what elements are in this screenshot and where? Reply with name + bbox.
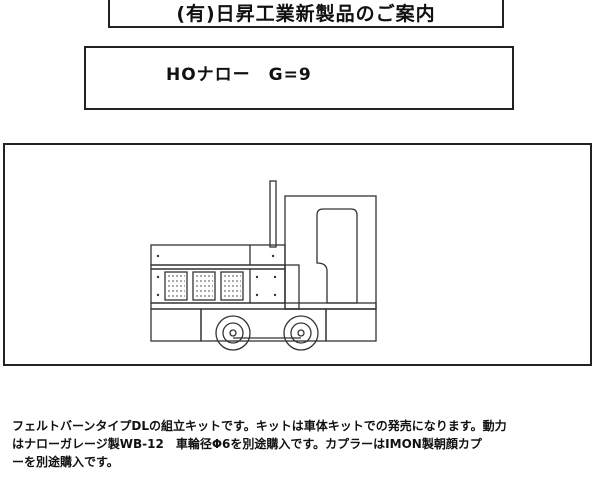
product-scale-box: HOナロー G=9 (84, 46, 514, 110)
left-buffer-beam (150, 308, 202, 342)
hood-top (150, 244, 286, 266)
wheel-right-inner (290, 322, 312, 344)
locomotive-drawing (150, 180, 377, 351)
exhaust-stack (269, 180, 277, 248)
right-buffer-beam (325, 308, 377, 342)
product-description: フェルトバーンタイプDLの組立キットです。キットは車体キットでの発売になります。… (12, 417, 587, 471)
cab-window (316, 208, 358, 304)
vent-grille-3 (220, 271, 244, 301)
vent-grille-1 (164, 271, 188, 301)
locomotive-drawing-frame (3, 143, 592, 366)
wheel-left-outer (215, 315, 251, 351)
wheel-left-hub (229, 329, 237, 337)
page-title-text: (有)日昇工業新製品のご案内 (176, 2, 436, 25)
underframe (150, 302, 377, 310)
wheel-cover (200, 308, 327, 342)
description-line: フェルトバーンタイプDLの組立キットです。キットは車体キットでの発売になります。… (12, 419, 507, 433)
page-title: (有)日昇工業新製品のご案内 (108, 0, 504, 28)
wheel-left-inner (222, 322, 244, 344)
description-line: ーを別途購入です。 (12, 455, 119, 469)
vent-grille-2 (192, 271, 216, 301)
product-scale-label: HOナロー G=9 (166, 65, 312, 85)
hood-side (150, 268, 286, 304)
wheel-right-outer (283, 315, 319, 351)
wheel-right-hub (297, 329, 305, 337)
description-line: はナローガレージ製WB-12 車輪径Φ6を別途購入です。カプラーはIMON製朝顔… (12, 437, 482, 451)
